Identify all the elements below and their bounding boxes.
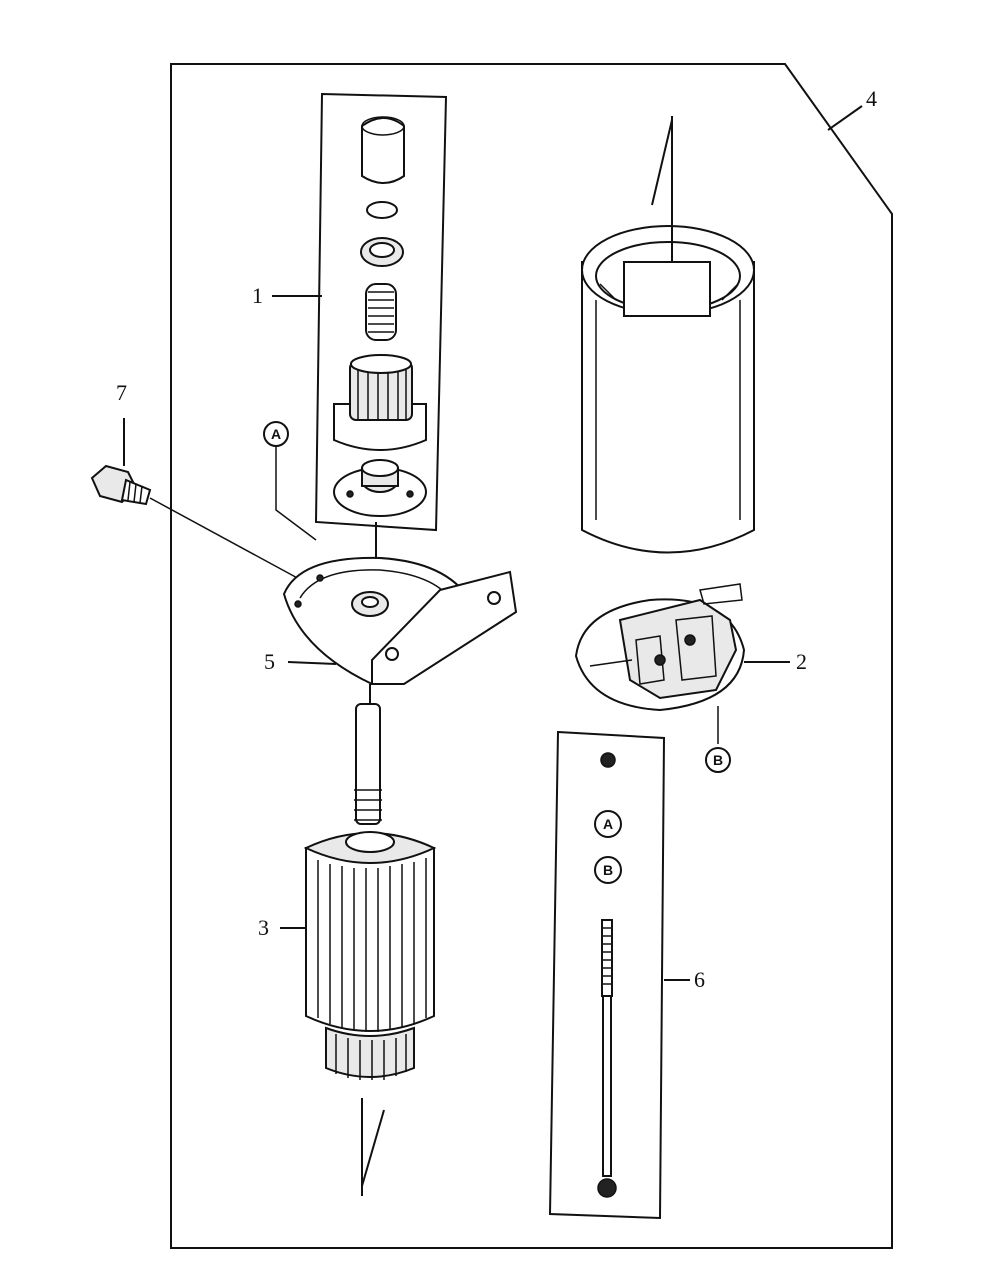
callout-6: 6: [694, 967, 705, 992]
mounting-screw: [90, 464, 152, 506]
callout-5: 5: [264, 649, 275, 674]
thru-bolt-kit-panel: A B: [548, 730, 666, 1220]
drive-end-bracket: [282, 556, 518, 686]
brush-end-cap: [574, 583, 746, 712]
drive-spring: [365, 283, 397, 341]
motor-housing: [581, 225, 755, 554]
callout-2: 2: [796, 649, 807, 674]
svg-text:B: B: [713, 752, 723, 768]
callout-3: 3: [258, 915, 269, 940]
drive-cap: [361, 117, 405, 184]
pinion-gear: [333, 354, 427, 451]
callout-1: 1: [252, 283, 263, 308]
assembly-frame: [170, 63, 893, 1249]
thru-bolt: [597, 919, 617, 1198]
svg-text:B: B: [603, 862, 613, 878]
svg-text:A: A: [271, 426, 281, 442]
drive-kit-panel: [314, 92, 448, 532]
callout-4: 4: [866, 86, 877, 111]
marker-a-kit: [594, 810, 622, 838]
snap-ring: [366, 201, 398, 219]
retainer-plate: [333, 459, 427, 517]
armature: [303, 684, 437, 1080]
marker-b-main: [705, 747, 731, 773]
marker-b-kit: [594, 856, 622, 884]
callout-7: 7: [116, 380, 127, 405]
svg-text:A: A: [603, 816, 613, 832]
